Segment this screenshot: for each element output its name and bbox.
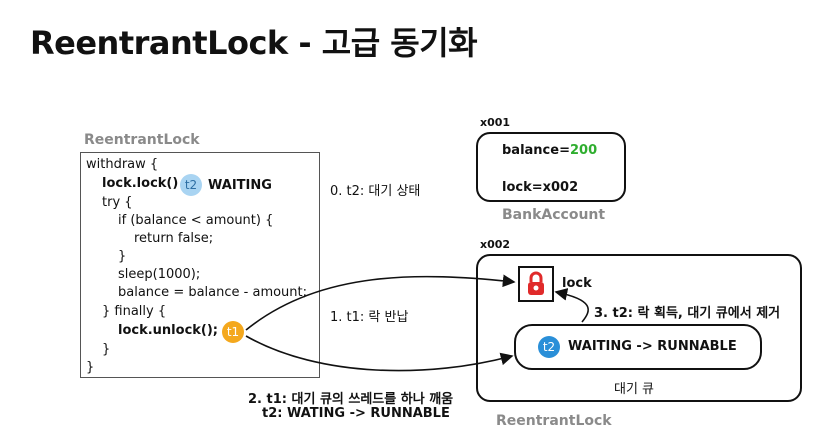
- code-line-finally: } finally {: [102, 304, 167, 319]
- code-panel-caption: ReentrantLock: [84, 132, 200, 148]
- code-line-lock: lock.lock(): [102, 176, 179, 191]
- t1-thread-badge: t1: [222, 321, 244, 343]
- code-line-close-method: }: [86, 360, 95, 375]
- code-line-unlock: lock.unlock();: [118, 323, 219, 338]
- wait-queue-label: 대기 큐: [614, 382, 655, 397]
- code-line-1: withdraw {: [86, 157, 159, 172]
- balance-label: balance=: [502, 143, 570, 158]
- balance-value: 200: [569, 143, 598, 158]
- lock-label: lock: [562, 276, 592, 291]
- queue-t2-status: WAITING -> RUNNABLE: [568, 339, 737, 354]
- reentrant-lock-box: [476, 254, 802, 402]
- step-0-annotation: 0. t2: 대기 상태: [330, 184, 421, 199]
- code-line-sleep: sleep(1000);: [118, 267, 201, 282]
- code-line-if: if (balance < amount) {: [118, 213, 274, 228]
- step-1-annotation: 1. t1: 락 반납: [330, 310, 409, 325]
- reentrant-lock-address: x002: [480, 238, 511, 251]
- page-title: ReentrantLock - 고급 동기화: [30, 24, 478, 62]
- step-2-annotation-state: t2: WATING -> RUNNABLE: [262, 406, 450, 421]
- code-panel: [80, 152, 320, 378]
- bank-account-caption: BankAccount: [502, 207, 606, 223]
- code-line-close-try: }: [102, 342, 111, 357]
- lock-field: lock=x002: [502, 180, 579, 195]
- code-line-balance: balance = balance - amount;: [118, 285, 308, 300]
- bank-account-box: [476, 132, 626, 202]
- balance-field: balance=200: [502, 143, 597, 158]
- queue-t2-badge: t2: [538, 336, 560, 358]
- t2-thread-badge: t2: [180, 174, 202, 196]
- bank-account-address: x001: [480, 116, 511, 129]
- lock-icon: [528, 271, 544, 295]
- reentrant-lock-caption: ReentrantLock: [496, 413, 612, 429]
- wait-queue-box: [514, 324, 762, 370]
- arrow-acquire-lock: [554, 288, 589, 323]
- lock-icon-frame: [518, 266, 554, 302]
- arrow-release-lock: [245, 274, 516, 331]
- t2-waiting-status: WAITING: [208, 178, 272, 193]
- code-line-return: return false;: [134, 231, 214, 246]
- step-3-annotation: 3. t2: 락 획득, 대기 큐에서 제거: [594, 306, 781, 321]
- code-line-try: try {: [102, 195, 133, 210]
- code-line-close-if: }: [118, 249, 127, 264]
- arrow-wake-thread: [245, 335, 514, 372]
- step-2-annotation: 2. t1: 대기 큐의 쓰레드를 하나 깨움: [248, 392, 454, 407]
